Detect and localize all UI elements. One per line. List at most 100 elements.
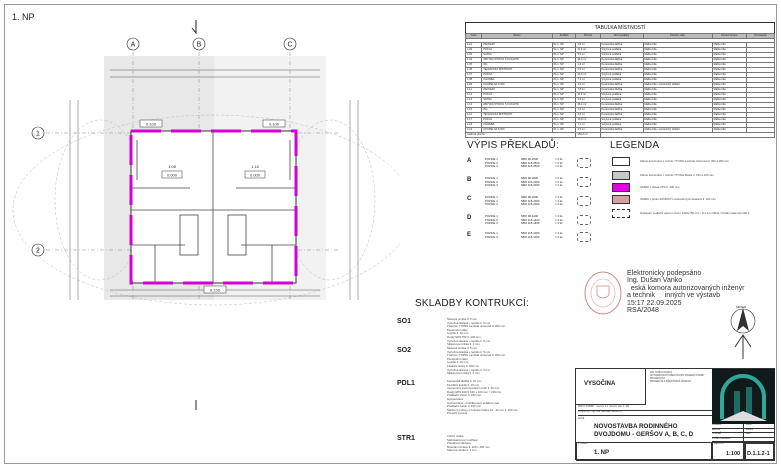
lintel-position: POZICE 3: [485, 164, 498, 169]
lintel-position: POZICE 3: [485, 221, 498, 226]
investor-value: Ing. Petr Nesnídal, Gersov 21: [591, 411, 622, 413]
meta-label: STUPEŇ: [712, 433, 744, 437]
layer-line: Původní zemina: [447, 411, 468, 416]
dimension-lines: [69, 69, 359, 300]
layer-line: Fasádní desky tl. 100 mm: [447, 363, 480, 368]
lintel-type: NBO 115-2000: [521, 198, 540, 203]
legend-label: Zděné konstrukce z tvárnic YTONG Klasik …: [640, 172, 714, 177]
layer-line: Sádrokartonový podhled: [447, 437, 478, 442]
lintel-position: POZICE 2: [485, 179, 498, 184]
lintel-type: NBO 90-2500: [521, 157, 539, 161]
lintel-counts: = 2 ks= 2 ks= 2 ks: [555, 176, 577, 188]
lintel-section-icon: [577, 196, 591, 206]
meta-value: [744, 438, 746, 442]
lintel-count: = 2 ks: [555, 176, 563, 180]
lintel-position: POZICE 2: [485, 234, 498, 239]
legend-label: Odsávaní podlažní okenní otvory 1200x750…: [640, 210, 750, 215]
legend-item: Odsávaní podlažní okenní otvory 1200x750…: [612, 209, 749, 218]
level-tag: 0.100: [269, 122, 280, 127]
layer-line: Cementový samonivelační potěr tl. 50 mm: [447, 386, 500, 391]
lintel-letter: E: [467, 232, 472, 238]
lintel-letter: B: [467, 177, 472, 183]
signature-line: a technik inných ve výstavb: [627, 292, 720, 300]
signature-line: eská komora autorizovaných inženýr: [627, 284, 745, 292]
lintel-type: NBO 115-2000: [521, 179, 540, 184]
layer-code: STR1: [397, 435, 415, 442]
lintel-count: = 2 ks: [555, 179, 563, 184]
lintel-position: POZICE 3: [485, 202, 498, 207]
lintel-count: = 4 ks: [555, 221, 563, 226]
layer-line: Štuková omítka tl. 5 mm: [447, 346, 477, 350]
lintel-type: NBO 90-1400: [521, 214, 539, 218]
meta-value: DSP: [746, 433, 751, 435]
total-label: Celková plocha: [464, 132, 577, 139]
layer-line: Tvárnice YTONG Lambda univerzal tl. 300 …: [447, 324, 506, 329]
region-name: VYSOČINA: [584, 381, 616, 387]
layer-line: Vyztužná tkanina + lepidlo tl. 5 mm: [447, 338, 491, 343]
room-label: 1.08: [168, 164, 177, 169]
legend-swatch: [612, 209, 630, 218]
lintel-position: POZICE 2: [485, 217, 498, 222]
drawing-name: 1. NP: [594, 450, 610, 456]
grid-axis-marker: [31, 243, 45, 257]
lintel-count: = 2 ks: [555, 164, 563, 169]
lintel-letter: D: [467, 215, 472, 221]
lintel-type: NBO 115-2500: [521, 164, 540, 169]
legend-item: Zděné konstrukce z tvárnic YTONG Lambda …: [612, 157, 729, 166]
legend-swatch: [612, 171, 630, 180]
layer-line: Penetrační nátěr: [447, 327, 468, 332]
layer-line: Silikonová omítka tl. 2 mm: [447, 371, 480, 376]
lintel-type: NBO 115-2000: [521, 202, 540, 207]
lintel-position: POZICE 3: [485, 183, 498, 188]
layer-line: Vnitřní malba: [447, 434, 464, 438]
level-tag: 0.150: [210, 288, 221, 293]
room-table-title: TABULKA MÍSTNOSTÍ: [465, 22, 775, 33]
north-arrow: [730, 308, 756, 359]
drawing-sheet: [4, 4, 777, 464]
lintel-counts: = 4 ks= 4 ks= 4 ks: [555, 195, 577, 207]
layer-line: Štuková omítka tl. 5 mm: [447, 317, 477, 321]
lintel-count: = 4 ks: [555, 202, 563, 207]
north-arrow-icon: [737, 308, 749, 331]
meta-label: POČET ZAKÁZKY: [712, 437, 744, 441]
lintel-type: NBO 115-2500: [521, 160, 540, 165]
room-level: 0.000: [250, 173, 261, 178]
layer-line: Tvárnice YTONG Lambda univerzal tl. 300 …: [447, 353, 506, 358]
lintel-type: NBO 115-1000: [521, 234, 540, 239]
lintel-position: POZICE 1: [485, 195, 498, 199]
layer-line: Flexibilní lepidlo tl. 10 mm: [447, 382, 480, 387]
legend-label: Zděné konstrukce z tvárnic YTONG Lambda …: [640, 158, 729, 163]
section-cut-marker: [191, 20, 197, 410]
lintel-type: NBO 90-2000: [521, 176, 539, 180]
lintel-count: = 4 ks: [555, 198, 563, 203]
lintel-position: POZICE 1: [485, 214, 498, 218]
lintel-count: = 4 ks: [555, 217, 563, 222]
layer-code: PDL1: [397, 380, 415, 387]
legend-swatch: [612, 183, 630, 192]
legend-item: Zděné konstrukce z tvárnic YTONG Klasik …: [612, 171, 714, 180]
layer-line: Hydroizolace: [447, 396, 464, 401]
lintel-count: = 2 ks: [555, 157, 563, 161]
drawing-number: D.1.1.2-1: [747, 451, 770, 457]
building-outline: [130, 130, 297, 284]
legend-swatch: [612, 157, 630, 166]
lintel-counts: = 4 ks= 4 ks= 4 ks: [555, 214, 577, 226]
signature-line: RSA/2048: [627, 307, 659, 315]
